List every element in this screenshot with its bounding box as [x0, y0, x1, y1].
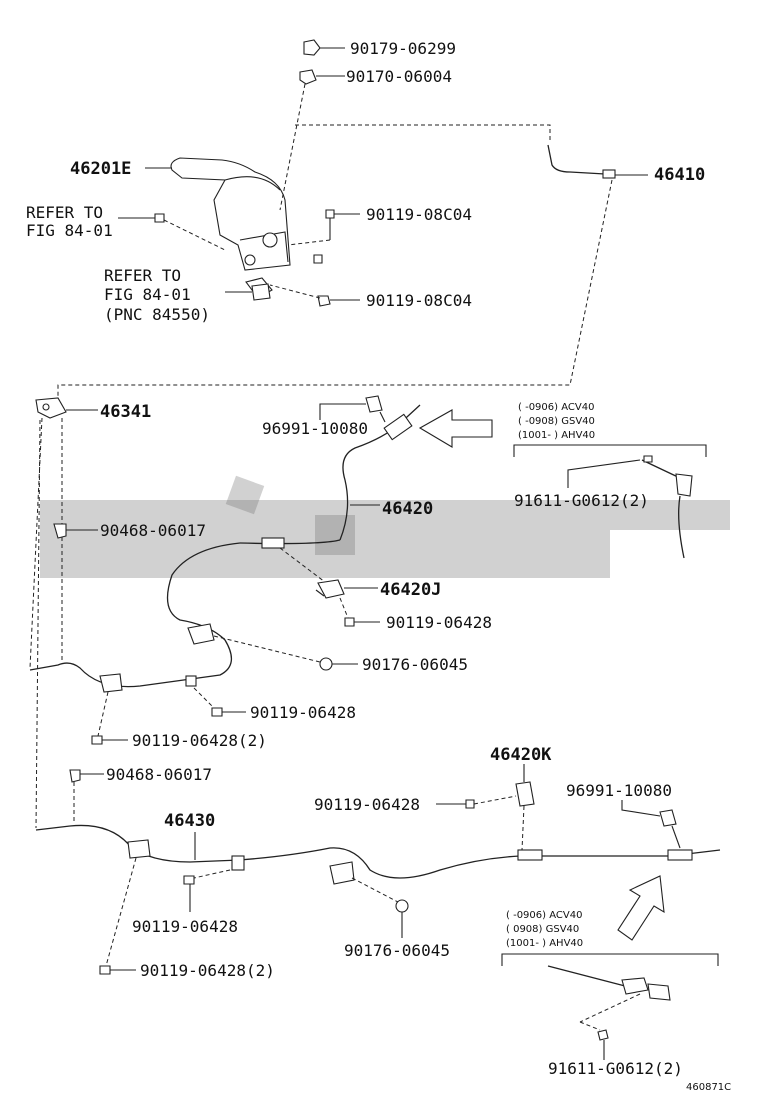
label-fig-84-01-a: FIG 84-01: [26, 221, 113, 240]
applicability-top-1: ( -0908) GSV40: [518, 416, 595, 427]
label-90176-06045-b: 90176-06045: [344, 941, 450, 960]
label-46201e: 46201E: [70, 159, 131, 179]
hand-brake-lever-assembly: [170, 157, 291, 299]
clip-90468-b-icon: [69, 769, 81, 783]
applicability-bottom-2: (1001- ) AHV40: [506, 938, 583, 949]
label-90119-06428-e: 90119-06428(2): [132, 731, 267, 750]
bolt-90119-08c04-icon-b: [317, 295, 331, 307]
label-46420: 46420: [382, 499, 433, 519]
cable-end-detail-bottom-icon: [547, 965, 671, 1041]
label-90119-08c04-a: 90119-08C04: [366, 205, 472, 224]
direction-arrow-top-icon: [418, 409, 493, 448]
label-90119-06428-d: 90119-06428: [250, 703, 356, 722]
applicability-bottom-1: ( 0908) GSV40: [506, 924, 579, 935]
tag-96991-b-icon: [659, 809, 677, 827]
label-90119-06428-g: 90119-06428: [132, 917, 238, 936]
label-46420k: 46420K: [490, 745, 552, 765]
label-refer-to-a: REFER TO: [26, 203, 103, 222]
watermark-logo: [40, 475, 730, 578]
bolt-90119-d-icon: [211, 707, 223, 717]
label-90468-06017-b: 90468-06017: [106, 765, 212, 784]
nut-90179-icon: [303, 39, 321, 56]
bracket-46420j-icon: [315, 579, 345, 599]
direction-arrow-bottom-icon: [617, 875, 665, 941]
label-46341: 46341: [100, 402, 151, 422]
label-46420j: 46420J: [380, 580, 441, 600]
label-90176-06045-a: 90176-06045: [362, 655, 468, 674]
label-pnc-84550: (PNC 84550): [104, 305, 210, 324]
bolt-90119-h-icon: [99, 965, 111, 975]
cable-end-detail-top-icon: [641, 455, 693, 559]
label-96991-10080-a: 96991-10080: [262, 419, 368, 438]
bolt-90119-g-icon: [183, 875, 195, 885]
bracket-46420k-icon: [515, 781, 535, 807]
applicability-top-2: (1001- ) AHV40: [518, 430, 595, 441]
cable-46410-icon: [547, 144, 616, 179]
bolt-90119-c-icon: [344, 617, 355, 627]
bolt-90119-e-icon: [91, 735, 103, 745]
label-91611-g0612-b: 91611-G0612(2): [548, 1059, 683, 1078]
applicability-bottom-0: ( -0906) ACV40: [506, 910, 582, 921]
label-46430: 46430: [164, 811, 215, 831]
grommet-90176-a-icon: [319, 657, 333, 671]
label-90119-06428-h: 90119-06428(2): [140, 961, 275, 980]
tag-96991-a-icon: [365, 395, 383, 413]
label-refer-to-b: REFER TO: [104, 266, 181, 285]
label-90119-06428-f: 90119-06428: [314, 795, 420, 814]
label-91611-g0612-a: 91611-G0612(2): [514, 491, 649, 510]
bolt-90119-08c04-icon-a: [325, 209, 335, 240]
bolt-refer-icon: [154, 213, 165, 223]
cable-46430-icon: [35, 824, 721, 885]
cable-46420-icon: [29, 404, 421, 693]
label-90468-06017-a: 90468-06017: [100, 521, 206, 540]
label-90179-06299: 90179-06299: [350, 39, 456, 58]
label-96991-10080-b: 96991-10080: [566, 781, 672, 800]
bracket-refer-icon: [251, 283, 271, 301]
label-90119-08c04-b: 90119-08C04: [366, 291, 472, 310]
bolt-90119-f-icon: [465, 799, 475, 809]
label-46410: 46410: [654, 165, 705, 185]
diagram-code: 460871C: [686, 1082, 731, 1093]
clip-90468-a-icon: [53, 523, 67, 539]
applicability-top-0: ( -0906) ACV40: [518, 402, 594, 413]
nut-90170-icon: [299, 69, 317, 85]
label-90170-06004: 90170-06004: [346, 67, 452, 86]
label-fig-84-01-b: FIG 84-01: [104, 285, 191, 304]
label-90119-06428-c: 90119-06428: [386, 613, 492, 632]
equalizer-46341-icon: [35, 397, 67, 419]
